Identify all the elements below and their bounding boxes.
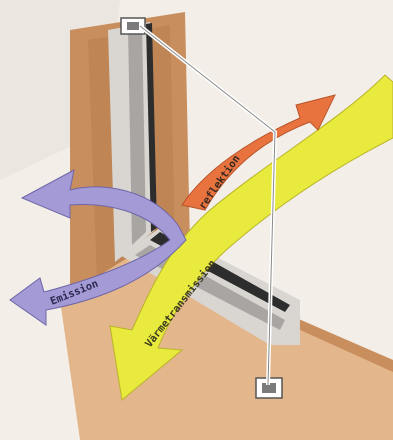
top-section-core [127,22,139,30]
